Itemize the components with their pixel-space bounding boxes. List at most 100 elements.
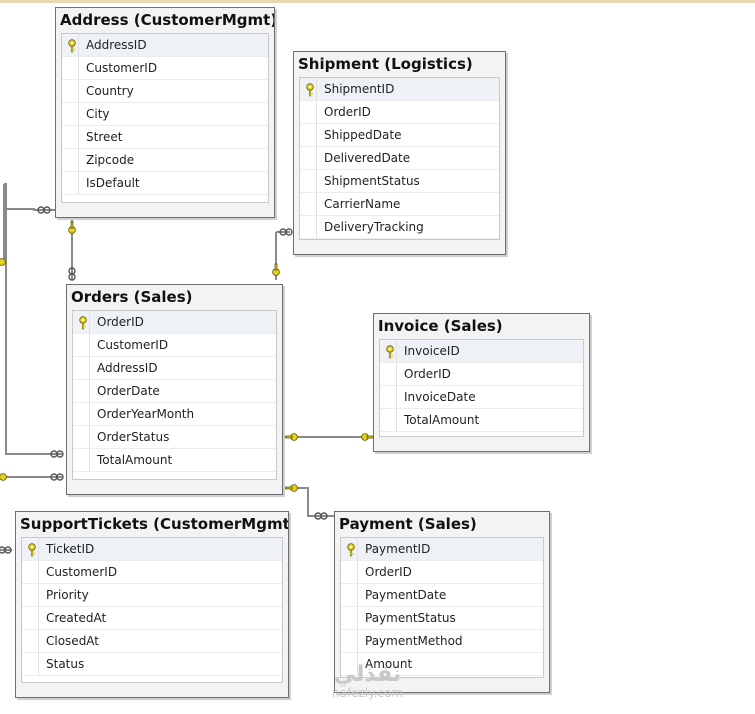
column-row[interactable]: CustomerID xyxy=(22,561,282,584)
row-selector xyxy=(22,653,39,675)
row-selector xyxy=(300,216,317,238)
column-name: InvoiceID xyxy=(404,344,460,358)
column-row[interactable]: City xyxy=(62,103,268,126)
column-row[interactable]: OrderDate xyxy=(73,380,276,403)
column-name: TicketID xyxy=(46,542,95,556)
table-shipment[interactable]: Shipment (Logistics) ShipmentID OrderID Sh… xyxy=(293,51,506,255)
column-row[interactable]: ClosedAt xyxy=(22,630,282,653)
column-name: OrderID xyxy=(365,565,412,579)
column-row[interactable]: CustomerID xyxy=(73,334,276,357)
watermark: نفذلي nafezly.com xyxy=(332,664,404,701)
column-row[interactable]: OrderStatus xyxy=(73,426,276,449)
column-row[interactable]: ShippedDate xyxy=(300,124,499,147)
row-selector xyxy=(341,584,358,606)
table-title: Payment (Sales) xyxy=(339,515,477,533)
column-name: CustomerID xyxy=(86,61,158,75)
table-payment[interactable]: Payment (Sales) PaymentID OrderID PaymentD… xyxy=(334,511,550,693)
row-selector xyxy=(73,403,90,425)
table-title: Shipment (Logistics) xyxy=(298,55,473,73)
column-row[interactable]: OrderID xyxy=(300,101,499,124)
column-name: PaymentMethod xyxy=(365,634,463,648)
column-row[interactable]: InvoiceDate xyxy=(380,386,583,409)
column-row[interactable]: DeliveredDate xyxy=(300,147,499,170)
row-selector xyxy=(73,357,90,379)
column-row[interactable]: TotalAmount xyxy=(73,449,276,472)
column-name: DeliveredDate xyxy=(324,151,411,165)
column-name: AddressID xyxy=(97,361,158,375)
row-selector xyxy=(300,170,317,192)
column-name: ShippedDate xyxy=(324,128,402,142)
column-row[interactable]: Country xyxy=(62,80,268,103)
column-row[interactable]: AddressID xyxy=(62,34,268,57)
row-selector xyxy=(300,147,317,169)
primary-key-icon xyxy=(27,542,37,564)
column-row[interactable]: AddressID xyxy=(73,357,276,380)
column-row[interactable]: DeliveryTracking xyxy=(300,216,499,239)
column-name: Zipcode xyxy=(86,153,135,167)
top-border xyxy=(0,0,755,3)
watermark-latin: nafezly.com xyxy=(332,686,404,700)
row-selector xyxy=(73,380,90,402)
column-row[interactable]: PaymentDate xyxy=(341,584,543,607)
column-row[interactable]: OrderID xyxy=(380,363,583,386)
column-name: City xyxy=(86,107,110,121)
column-row[interactable]: CustomerID xyxy=(62,57,268,80)
column-row[interactable]: OrderYearMonth xyxy=(73,403,276,426)
row-selector xyxy=(300,101,317,123)
column-row[interactable]: OrderID xyxy=(341,561,543,584)
table-title: Orders (Sales) xyxy=(71,288,193,306)
column-row[interactable]: Amount xyxy=(341,653,543,676)
column-name: CreatedAt xyxy=(46,611,107,625)
column-name: DeliveryTracking xyxy=(324,220,424,234)
column-row[interactable]: CreatedAt xyxy=(22,607,282,630)
column-row[interactable]: Status xyxy=(22,653,282,676)
column-name: Country xyxy=(86,84,134,98)
column-row[interactable]: OrderID xyxy=(73,311,276,334)
column-name: ShipmentStatus xyxy=(324,174,420,188)
column-row[interactable]: Priority xyxy=(22,584,282,607)
column-name: Amount xyxy=(365,657,413,671)
column-row[interactable]: PaymentID xyxy=(341,538,543,561)
column-row[interactable]: InvoiceID xyxy=(380,340,583,363)
column-row[interactable]: ShipmentID xyxy=(300,78,499,101)
key-icon xyxy=(361,433,374,441)
row-selector xyxy=(341,630,358,652)
column-name: CustomerID xyxy=(46,565,118,579)
column-row[interactable]: Street xyxy=(62,126,268,149)
row-selector xyxy=(62,80,79,102)
row-selector xyxy=(300,78,317,100)
relationship-orders-payment xyxy=(285,487,334,517)
column-row[interactable]: PaymentMethod xyxy=(341,630,543,653)
column-name: PaymentStatus xyxy=(365,611,456,625)
column-row[interactable]: CarrierName xyxy=(300,193,499,216)
row-selector xyxy=(62,103,79,125)
row-selector xyxy=(341,561,358,583)
row-selector xyxy=(62,57,79,79)
column-name: ShipmentID xyxy=(324,82,395,96)
primary-key-icon xyxy=(78,315,88,337)
key-icon xyxy=(68,221,76,234)
column-row[interactable]: ShipmentStatus xyxy=(300,170,499,193)
column-name: OrderID xyxy=(404,367,451,381)
column-row[interactable]: Zipcode xyxy=(62,149,268,172)
relationship-customer-orders xyxy=(4,183,62,455)
row-selector xyxy=(62,149,79,171)
row-selector xyxy=(22,607,39,629)
column-row[interactable]: TotalAmount xyxy=(380,409,583,432)
column-row[interactable]: IsDefault xyxy=(62,172,268,195)
column-name: PaymentID xyxy=(365,542,431,556)
key-icon xyxy=(272,263,280,276)
row-selector xyxy=(22,630,39,652)
column-row[interactable]: TicketID xyxy=(22,538,282,561)
column-name: TotalAmount xyxy=(97,453,173,467)
column-row[interactable]: PaymentStatus xyxy=(341,607,543,630)
column-name: OrderID xyxy=(324,105,371,119)
row-selector xyxy=(22,561,39,583)
